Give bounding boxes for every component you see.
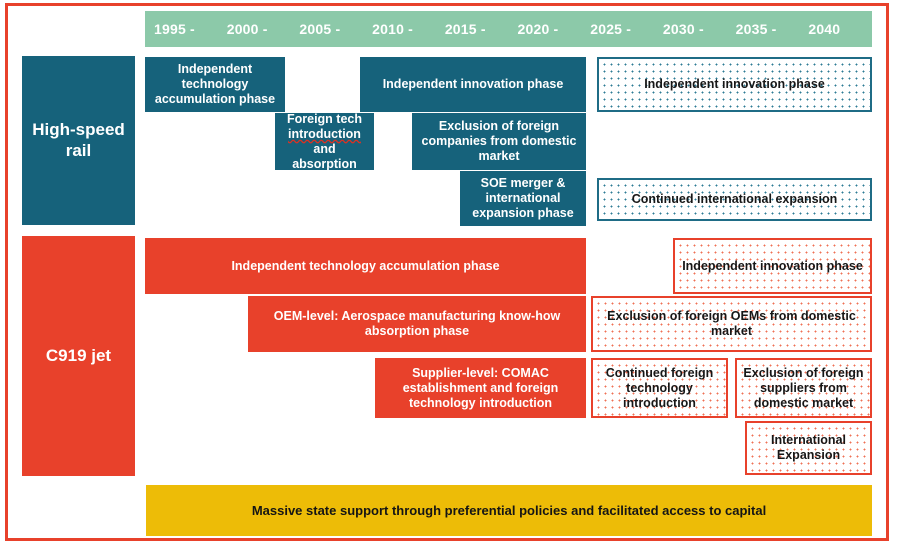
year-tick-2015: 2015 -	[444, 21, 486, 37]
row-label-text: High-speed rail	[32, 120, 125, 160]
phase-box-rail-independent-innovation: Independent innovation phase	[360, 57, 586, 112]
phase-box-rail-future-continued-international-expansion: Continued international expansion	[597, 178, 872, 221]
row-label-text: C919 jet	[45, 345, 112, 365]
phase-box-rail-soe-merger-international-expansion: SOE merger & international expansion pha…	[460, 171, 586, 226]
phase-box-rail-foreign-tech-introduction: Foreign tech introduction and absorption	[275, 111, 374, 171]
year-tick-2025: 2025 -	[590, 21, 632, 37]
year-tick-2000: 2000 -	[226, 21, 268, 37]
row-label-high-speed-rail: High-speed rail	[22, 56, 135, 225]
phase-box-rail-future-independent-innovation: Independent innovation phase	[597, 57, 872, 112]
phase-box-jet-supplier-level-comac: Supplier-level: COMAC establishment and …	[375, 358, 586, 418]
phase-box-jet-future-independent-innovation: Independent innovation phase	[673, 238, 872, 294]
phase-box-rail-foreign-tech-introduction-label: Foreign tech introduction and absorption	[286, 111, 362, 171]
phase-box-rail-exclusion-foreign-companies: Exclusion of foreign companies from dome…	[412, 113, 586, 170]
phase-box-jet-oem-level-absorption: OEM-level: Aerospace manufacturing know-…	[248, 296, 586, 352]
timeline-axis: 1995 - 2000 - 2005 - 2010 - 2015 - 2020 …	[145, 11, 872, 47]
state-support-label: Massive state support through preferenti…	[251, 503, 767, 518]
phase-box-rail-independent-technology-accumulation: Independent technology accumulation phas…	[145, 57, 285, 112]
year-tick-2035: 2035 -	[735, 21, 777, 37]
phase-box-jet-future-continued-foreign-technology-introduction: Continued foreign technology introductio…	[591, 358, 728, 418]
state-support-bar: Massive state support through preferenti…	[146, 485, 872, 536]
year-tick-2020: 2020 -	[517, 21, 559, 37]
year-tick-2040: 2040	[808, 21, 841, 37]
year-tick-2005: 2005 -	[299, 21, 341, 37]
phase-box-jet-future-international-expansion: International Expansion	[745, 421, 872, 475]
row-label-c919-jet: C919 jet	[22, 236, 135, 476]
year-tick-1995: 1995 -	[154, 21, 195, 37]
phase-box-jet-independent-technology-accumulation: Independent technology accumulation phas…	[145, 238, 586, 294]
year-tick-2010: 2010 -	[372, 21, 414, 37]
year-tick-2030: 2030 -	[662, 21, 704, 37]
phase-box-jet-future-exclusion-foreign-oems: Exclusion of foreign OEMs from domestic …	[591, 296, 872, 352]
phase-box-jet-future-exclusion-foreign-suppliers: Exclusion of foreign suppliers from dome…	[735, 358, 872, 418]
